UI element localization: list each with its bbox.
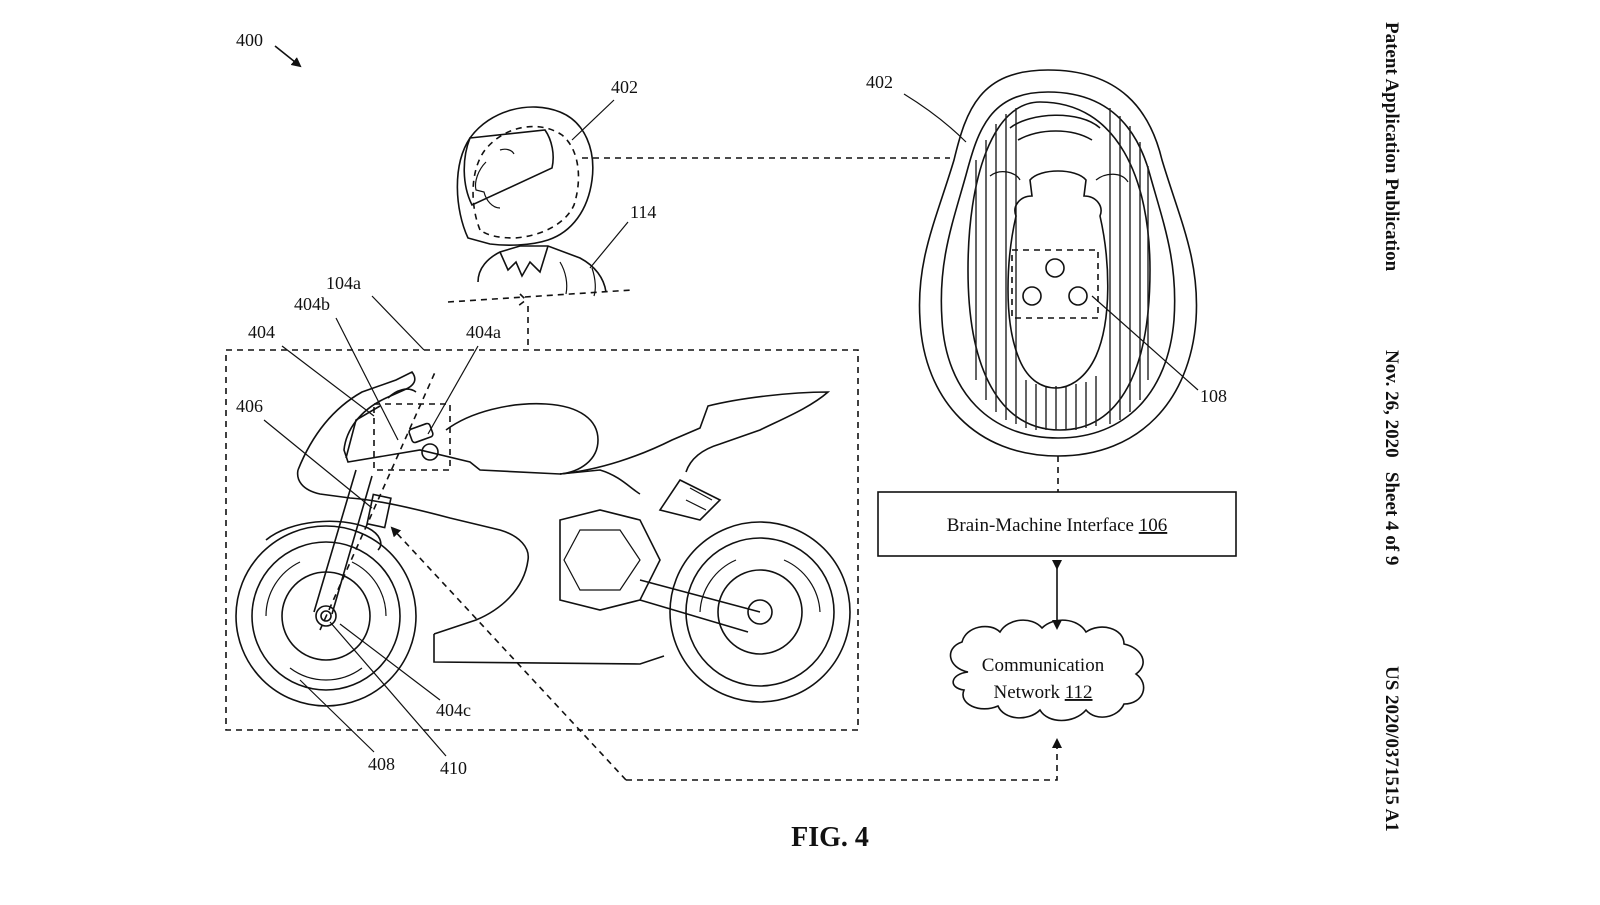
leader-line <box>1091 295 1199 391</box>
label-electrodes: 108 <box>1200 386 1227 406</box>
label-hub: 410 <box>440 758 467 778</box>
electrode-icon <box>1022 286 1042 306</box>
liner-hatching <box>975 108 1149 430</box>
break-mark <box>517 293 528 307</box>
leader-line <box>371 295 425 351</box>
leader-line <box>589 221 629 269</box>
leader-line <box>571 99 615 141</box>
label-hub-sensor: 404c <box>436 700 471 720</box>
network-label-line2: Network 112 <box>993 682 1092 703</box>
electrode-icon <box>1068 286 1088 306</box>
label-wheel: 408 <box>368 754 395 774</box>
publication-type: Patent Application Publication <box>1381 22 1402 272</box>
label-frame-sensor: 406 <box>236 396 263 416</box>
sensor-404-region <box>373 403 451 471</box>
label-sensor-b: 404b <box>294 294 330 314</box>
sensor-network-link <box>390 526 627 781</box>
helmet-side-icon <box>456 106 607 297</box>
figure-ref-number: 400 <box>236 30 263 50</box>
vehicle-enclosure <box>225 349 859 731</box>
label-bike-area: 104a <box>326 273 361 293</box>
sensor-406-box <box>366 493 392 529</box>
bmi-label: Brain-Machine Interface 106 <box>947 515 1168 536</box>
side-header: Patent Application Publication Nov. 26, … <box>1381 22 1402 832</box>
figure-caption: FIG. 4 <box>791 822 869 853</box>
leader-line <box>329 621 447 757</box>
motorcycle-icon <box>235 370 851 707</box>
label-helmet-side: 402 <box>611 77 638 97</box>
rider-cut-line <box>447 289 633 303</box>
cloud-icon <box>949 619 1145 722</box>
label-sensor-a: 404a <box>466 322 501 342</box>
bmi-box <box>877 491 1237 557</box>
leader-line <box>335 317 399 441</box>
publication-number: US 2020/0371515 A1 <box>1381 666 1402 832</box>
leader-line <box>263 419 373 509</box>
arrow-icon <box>274 45 302 68</box>
label-helmet-top: 402 <box>866 72 893 92</box>
leader-line <box>903 93 967 143</box>
leader-line <box>427 345 479 435</box>
network-label-line1: Communication <box>982 655 1105 676</box>
leader-line <box>281 345 375 417</box>
leader-line <box>339 623 441 701</box>
label-sensor: 404 <box>248 322 275 342</box>
electrode-array-region <box>1011 249 1099 319</box>
vehicle-network-link <box>626 738 1062 781</box>
sensor-axis-line <box>319 369 437 631</box>
electrode-icon <box>1045 258 1065 278</box>
date-sheet: Nov. 26, 2020 Sheet 4 of 9 <box>1381 350 1402 565</box>
leader-line <box>299 679 375 753</box>
label-rider: 114 <box>630 202 656 222</box>
helmet-top-icon <box>918 69 1198 457</box>
